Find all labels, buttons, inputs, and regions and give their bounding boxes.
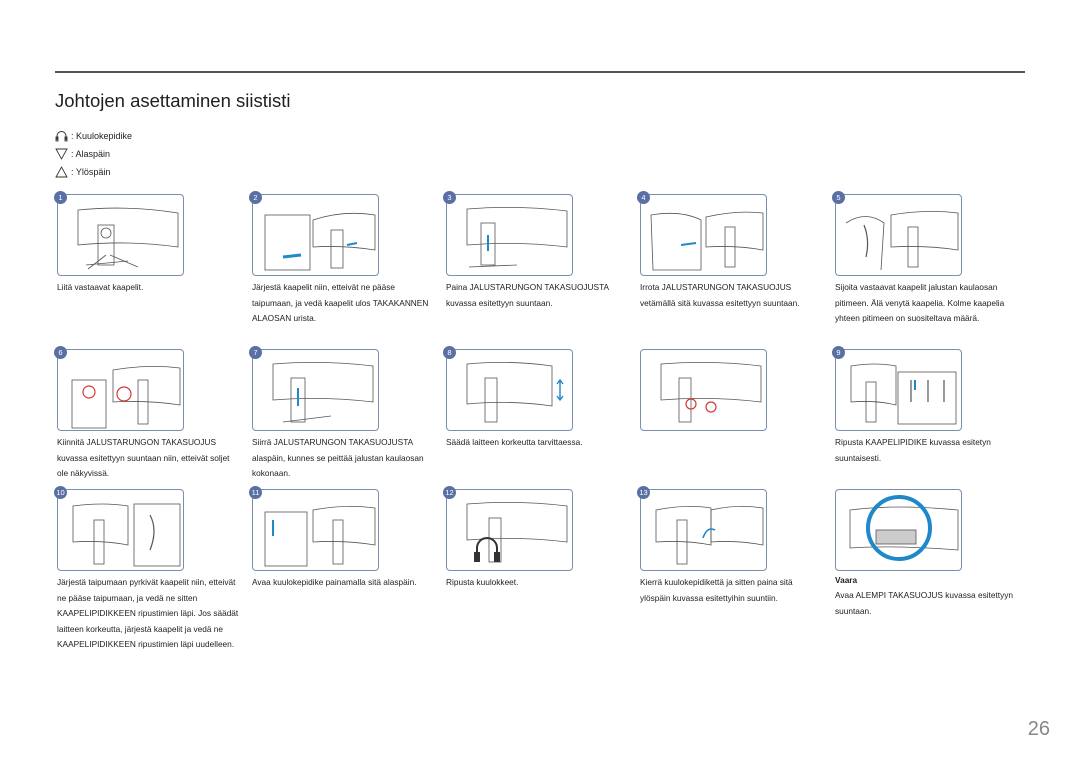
step-caption: Säädä laitteen korkeutta tarvittaessa. bbox=[446, 437, 583, 447]
step-illustration: 2 bbox=[249, 191, 379, 276]
step-2: 2 Järjestä kaapelit niin, etteivät ne pä… bbox=[249, 191, 437, 327]
step-number-badge: 7 bbox=[249, 346, 262, 359]
step-5: 5 Sijoita vastaavat kaapelit jalustan ka… bbox=[832, 191, 1020, 327]
step-caption: Kiinnitä JALUSTARUNGON TAKASUOJUS kuvass… bbox=[57, 437, 230, 479]
monitor-stand-illustration bbox=[650, 211, 764, 271]
legend-label: : Kuulokepidike bbox=[71, 131, 133, 141]
legend-label: : Ylöspäin bbox=[71, 167, 111, 177]
header-rule bbox=[55, 71, 1025, 73]
step-caption: Liitä vastaavat kaapelit. bbox=[57, 282, 144, 292]
step-illustration: 13 bbox=[637, 486, 767, 571]
step-illustration: 9 bbox=[832, 346, 962, 431]
step-illustration: 11 bbox=[249, 486, 379, 571]
step-6: 6 Kiinnitä JALUSTARUNGON TAKASUOJUS kuva… bbox=[54, 346, 242, 482]
legend-up: : Ylöspäin bbox=[55, 166, 110, 178]
monitor-stand-illustration bbox=[466, 362, 564, 423]
step-9: 9 Ripusta KAAPELIPIDIKE kuvassa esitetyn… bbox=[832, 346, 1020, 466]
monitor-stand-illustration bbox=[466, 502, 568, 563]
page-title: Johtojen asettaminen siististi bbox=[55, 90, 291, 111]
step-number-badge: 4 bbox=[637, 191, 650, 204]
monitor-stand-illustration bbox=[77, 207, 179, 270]
step-caption: Avaa kuulokepidike painamalla sitä alasp… bbox=[252, 577, 417, 587]
step-illustration: 6 bbox=[54, 346, 184, 431]
step-illustration: 7 bbox=[249, 346, 379, 431]
arrow-up-triangle-icon bbox=[55, 166, 68, 178]
step-caption: Järjestä kaapelit niin, etteivät ne pääs… bbox=[252, 282, 429, 324]
monitor-stand-illustration bbox=[71, 366, 181, 429]
step-caption: Sijoita vastaavat kaapelit jalustan kaul… bbox=[835, 282, 1005, 324]
monitor-stand-illustration bbox=[466, 207, 568, 268]
step-1: 1 Liitä vastaavat kaapelit. bbox=[54, 191, 242, 296]
step-number-badge: 5 bbox=[832, 191, 845, 204]
monitor-stand-illustration bbox=[660, 362, 762, 423]
step-caption: Kierrä kuulokepidikettä ja sitten paina … bbox=[640, 577, 793, 603]
warning-text: Avaa ALEMPI TAKASUOJUS kuvassa esitettyy… bbox=[835, 590, 1013, 616]
step-number-badge: 9 bbox=[832, 346, 845, 359]
step-number-badge: 6 bbox=[54, 346, 67, 359]
monitor-stand-illustration bbox=[845, 211, 959, 271]
step-8b bbox=[640, 349, 825, 435]
step-number-badge: 12 bbox=[443, 486, 456, 499]
step-illustration: 12 bbox=[443, 486, 573, 571]
step-11: 11 Avaa kuulokepidike painamalla sitä al… bbox=[249, 486, 437, 591]
step-8: 8 Säädä laitteen korkeutta tarvittaessa. bbox=[443, 346, 631, 451]
step-number-badge: 13 bbox=[637, 486, 650, 499]
legend-down: : Alaspäin bbox=[55, 148, 110, 160]
headphone-holder-icon bbox=[55, 130, 68, 142]
warning-heading: Vaara bbox=[835, 575, 858, 585]
step-caption: Järjestä taipumaan pyrkivät kaapelit nii… bbox=[57, 577, 239, 650]
step-number-badge: 8 bbox=[443, 346, 456, 359]
step-caption: Paina JALUSTARUNGON TAKASUOJUSTA kuvassa… bbox=[446, 282, 609, 308]
step-caption: Ripusta KAAPELIPIDIKE kuvassa esitetyn s… bbox=[835, 437, 991, 463]
step-illustration: 4 bbox=[637, 191, 767, 276]
step-caption: Irrota JALUSTARUNGON TAKASUOJUS vetämäll… bbox=[640, 282, 800, 308]
monitor-stand-illustration bbox=[655, 506, 764, 565]
arrow-down-triangle-icon bbox=[55, 148, 68, 160]
step-illustration: 5 bbox=[832, 191, 962, 276]
step-3: 3 Paina JALUSTARUNGON TAKASUOJUSTA kuvas… bbox=[443, 191, 631, 311]
step-illustration: 3 bbox=[443, 191, 573, 276]
legend-headphone-holder: : Kuulokepidike bbox=[55, 130, 132, 142]
step-13: 13 Kierrä kuulokepidikettä ja sitten pai… bbox=[637, 486, 825, 606]
step-10: 10 Järjestä taipumaan pyrkivät kaapelit … bbox=[54, 486, 242, 653]
legend-label: : Alaspäin bbox=[71, 149, 111, 159]
step-illustration: 10 bbox=[54, 486, 184, 571]
step-illustration: 1 bbox=[54, 191, 184, 276]
warning-step: Vaara Avaa ALEMPI TAKASUOJUS kuvassa esi… bbox=[835, 489, 1020, 619]
step-number-badge: 11 bbox=[249, 486, 262, 499]
step-illustration bbox=[640, 349, 767, 431]
monitor-stand-illustration bbox=[264, 506, 376, 567]
monitor-stand-illustration bbox=[850, 363, 957, 425]
monitor-stand-illustration bbox=[849, 495, 959, 561]
step-7: 7 Siirrä JALUSTARUNGON TAKASUOJUSTA alas… bbox=[249, 346, 437, 482]
step-number-badge: 3 bbox=[443, 191, 456, 204]
step-4: 4 Irrota JALUSTARUNGON TAKASUOJUS vetämä… bbox=[637, 191, 825, 311]
monitor-stand-illustration bbox=[272, 362, 374, 423]
step-caption: Siirrä JALUSTARUNGON TAKASUOJUSTA alaspä… bbox=[252, 437, 424, 479]
page-number: 26 bbox=[1027, 718, 1050, 740]
step-number-badge: 10 bbox=[54, 486, 67, 499]
monitor-stand-illustration bbox=[264, 212, 376, 271]
monitor-stand-illustration bbox=[72, 503, 181, 567]
step-illustration: 8 bbox=[443, 346, 573, 431]
step-number-badge: 1 bbox=[54, 191, 67, 204]
step-number-badge: 2 bbox=[249, 191, 262, 204]
step-caption: Ripusta kuulokkeet. bbox=[446, 577, 519, 587]
step-illustration bbox=[835, 489, 962, 571]
step-12: 12 Ripusta kuulokkeet. bbox=[443, 486, 631, 591]
